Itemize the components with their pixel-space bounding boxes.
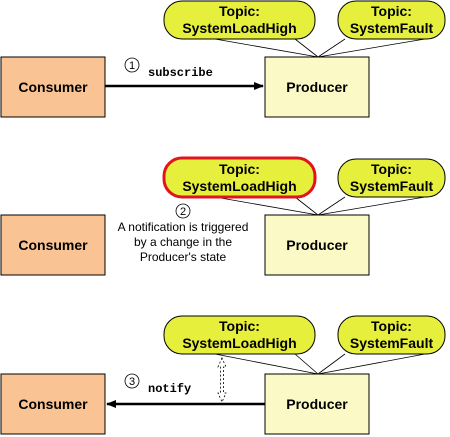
topic-name: SystemFault [350,178,434,194]
topic-system-fault [337,0,446,40]
panel-trigger: Topic: SystemLoadHigh Topic: SystemFault… [0,156,446,276]
step-number: 3 [129,376,135,388]
producer-box [264,56,370,118]
dashed-double-arrow [217,357,227,403]
topic-connector [317,38,346,58]
producer-label: Producer [286,396,348,412]
topic-word: Topic: [219,3,260,19]
consumer-box [0,56,106,118]
topic-system-fault [337,158,446,198]
consumer-label: Consumer [18,237,88,253]
consumer-label: Consumer [18,396,88,412]
trigger-note-line-1: A notification is triggered [118,220,249,234]
topic-name: SystemFault [350,20,434,36]
trigger-note-line-2: by a change in the [134,235,232,249]
topic-connector [214,196,319,216]
producer-box [264,373,370,435]
topic-system-load-high-highlighted [162,156,317,199]
topic-connector [317,38,426,58]
consumer-label: Consumer [18,79,88,95]
topic-connector [294,353,319,375]
producer-box [264,214,370,276]
panel-notify: Topic: SystemLoadHigh Topic: SystemFault… [0,315,446,435]
subscribe-label: subscribe [148,66,213,80]
producer-label: Producer [286,237,348,253]
topic-connector [317,353,426,375]
topic-system-load-high [163,315,316,355]
topic-name: SystemLoadHigh [182,178,296,194]
notify-label: notify [148,382,191,396]
producer-label: Producer [286,79,348,95]
panel-subscribe: Topic: SystemLoadHigh Topic: SystemFault… [0,0,446,118]
topic-word: Topic: [219,318,260,334]
topic-name: SystemLoadHigh [182,20,296,36]
step-number-circle [175,203,191,219]
topic-connector [214,353,319,375]
step-number: 1 [129,60,135,72]
topic-word: Topic: [219,161,260,177]
trigger-note-line-3: Producer's state [140,250,227,264]
topic-word: Topic: [371,318,412,334]
consumer-box [0,373,106,435]
topic-connector [317,353,346,375]
step-number: 2 [180,206,186,218]
topic-connector [317,196,346,216]
topic-name: SystemFault [350,335,434,351]
topic-system-load-high [163,0,316,40]
topic-word: Topic: [371,3,412,19]
topic-connector [294,38,319,58]
topic-connector [214,38,319,58]
topic-word: Topic: [371,161,412,177]
topic-connector [317,196,426,216]
consumer-box [0,214,106,276]
step-number-circle [124,57,140,73]
step-number-circle [124,373,140,389]
topic-name: SystemLoadHigh [182,335,296,351]
topic-connector [294,196,319,216]
topic-system-fault [337,315,446,355]
